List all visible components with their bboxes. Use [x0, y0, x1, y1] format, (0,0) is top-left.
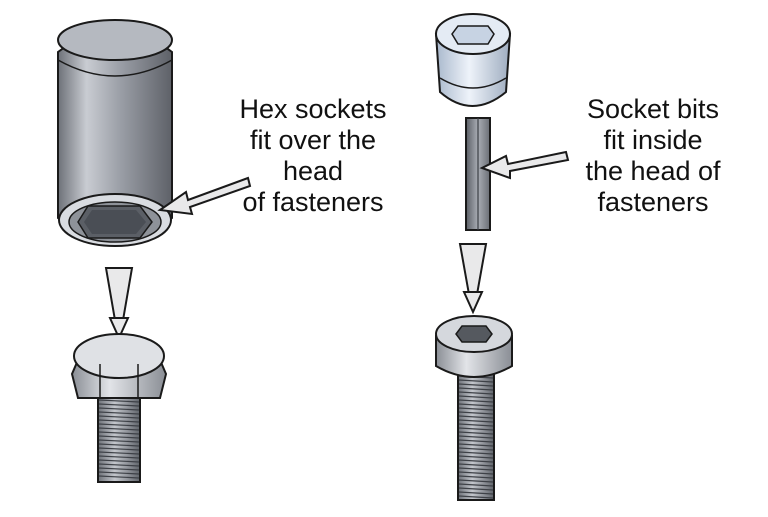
- caption-line: fasteners: [597, 187, 709, 217]
- caption-line: Hex sockets: [239, 94, 387, 124]
- arrow-icon: [157, 176, 252, 216]
- hex-bolt-icon: [70, 333, 168, 483]
- arrow-icon: [458, 243, 488, 315]
- caption-line: Socket bits: [586, 94, 720, 124]
- caption-line: head: [282, 156, 344, 186]
- socket-bit-icon: [434, 13, 512, 231]
- arrow-icon: [104, 267, 134, 341]
- caption-line: fit inside: [603, 125, 703, 155]
- socket-cap-screw-icon: [435, 315, 513, 501]
- socket-bit-caption: Socket bits fit inside the head of faste…: [548, 94, 758, 218]
- caption-line: the head of: [585, 156, 721, 186]
- caption-line: of fasteners: [242, 187, 384, 217]
- arrow-icon: [479, 150, 570, 180]
- hex-socket-caption: Hex sockets fit over the head of fastene…: [208, 94, 418, 218]
- hex-socket-icon: [57, 19, 173, 247]
- caption-line: fit over the: [249, 125, 377, 155]
